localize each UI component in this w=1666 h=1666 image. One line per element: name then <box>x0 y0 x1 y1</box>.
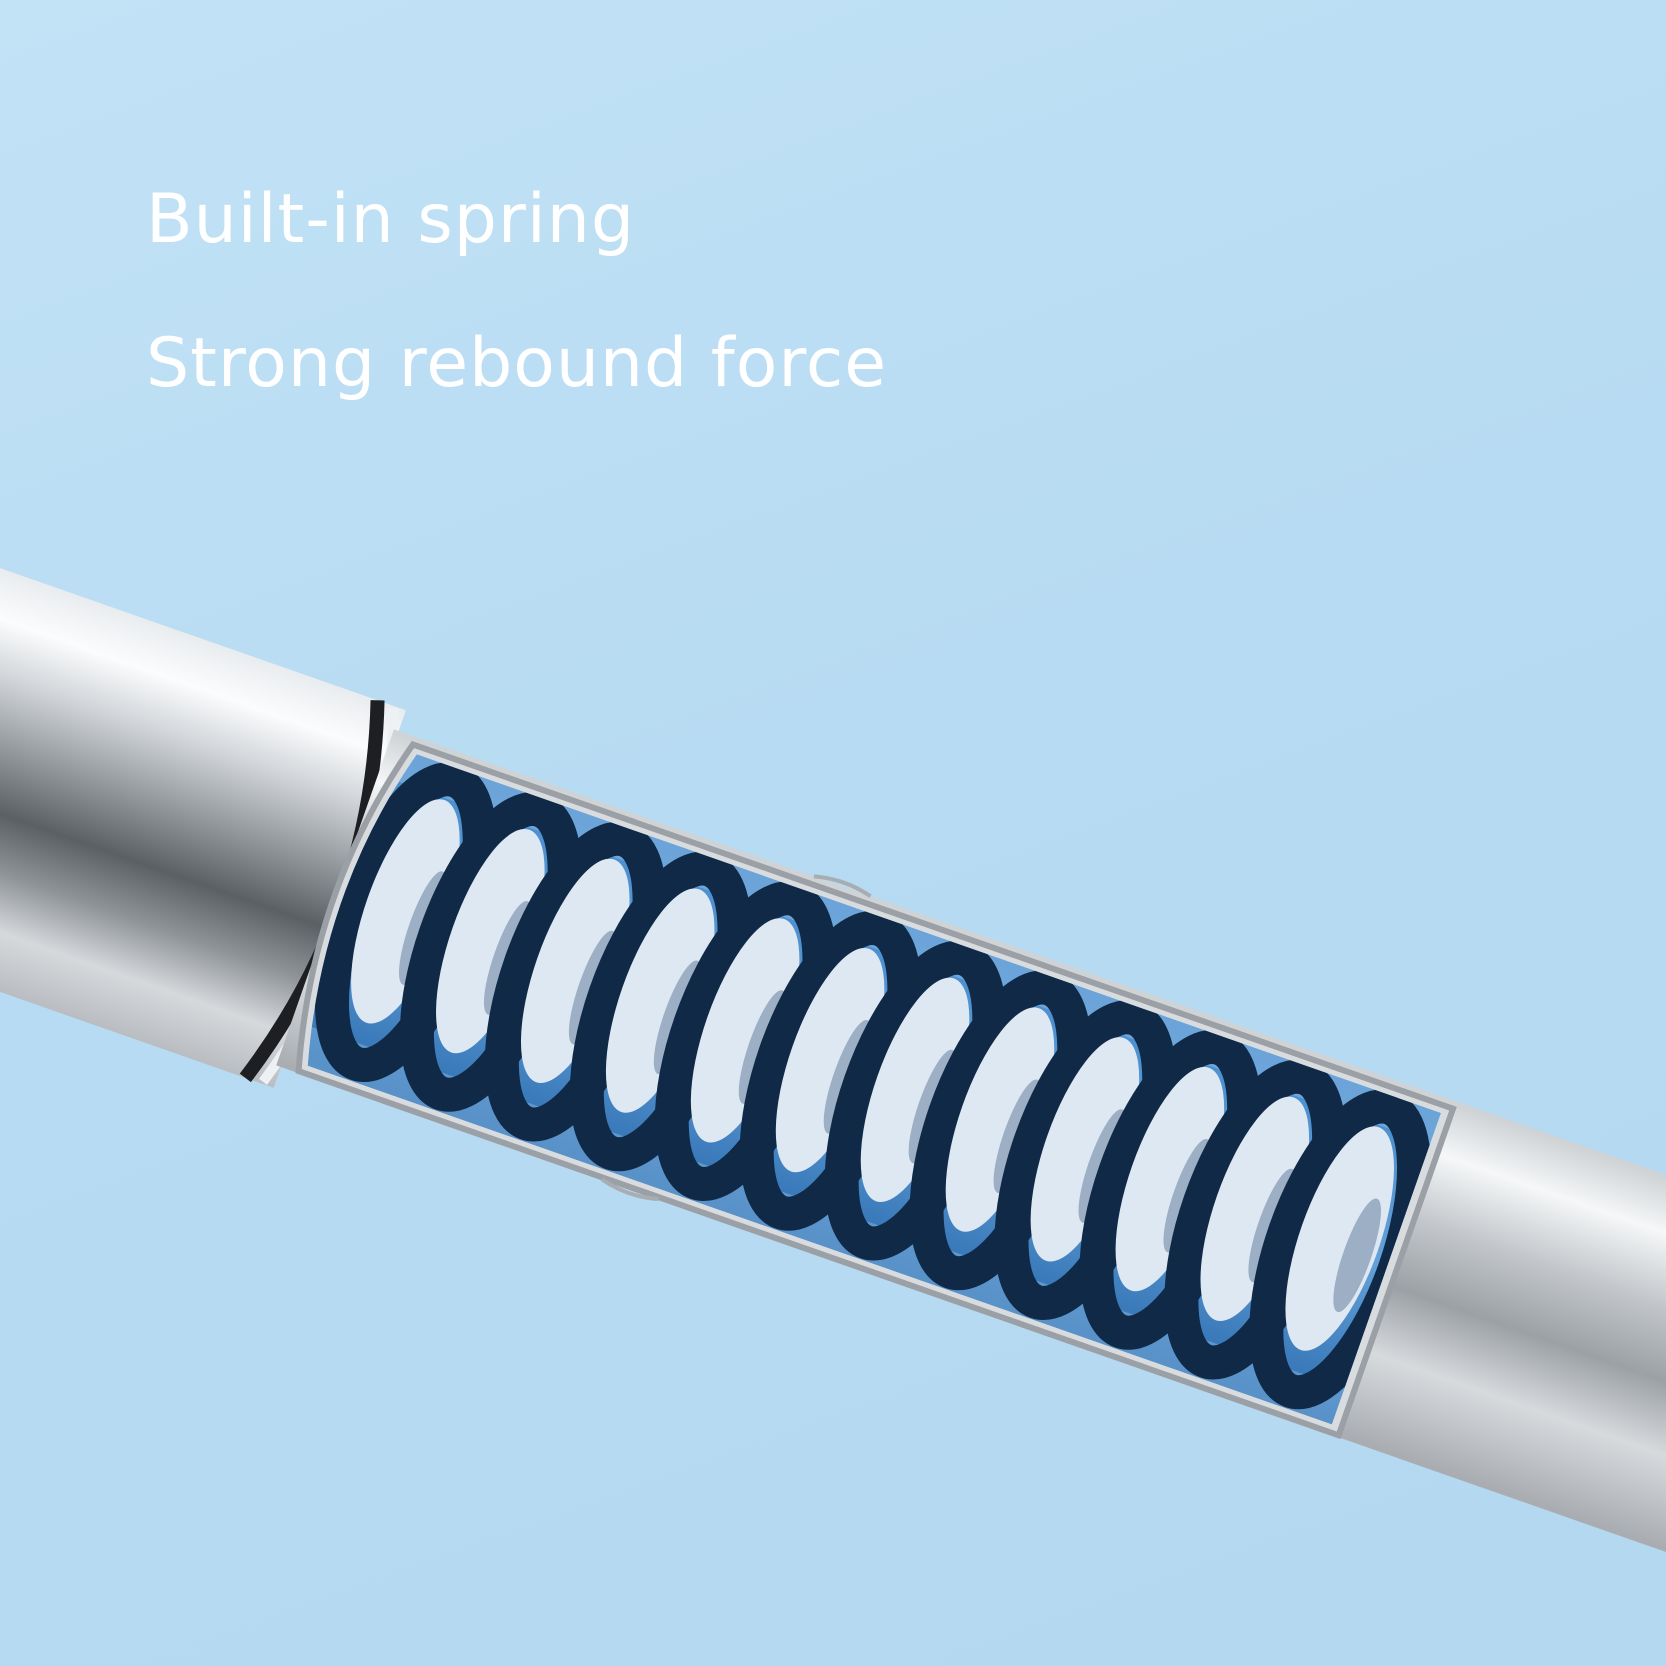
tube-step-top <box>813 874 872 898</box>
tube-step-bottom <box>600 1177 659 1202</box>
headline-line-2: Strong rebound force <box>146 324 888 403</box>
outer-tube <box>0 525 406 1088</box>
spring-coils <box>314 762 1432 1410</box>
spring-window <box>286 746 1441 1425</box>
headline-line-1: Built-in spring <box>146 180 636 259</box>
